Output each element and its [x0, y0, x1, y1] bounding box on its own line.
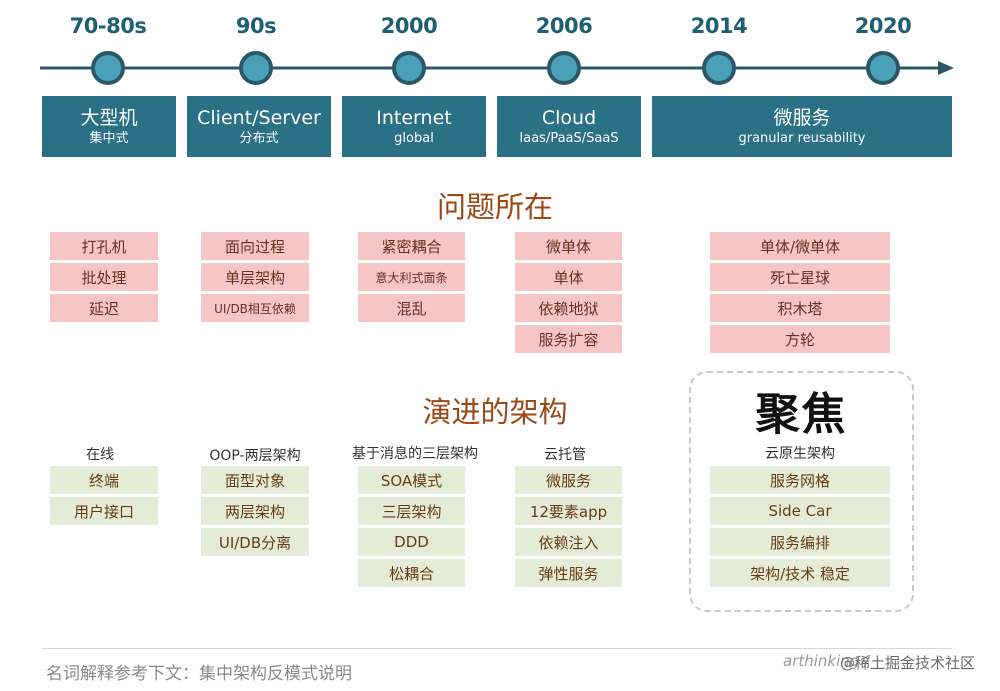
evolution-item: 三层架构 [358, 497, 465, 525]
focus-item: 服务编排 [710, 528, 890, 556]
year-label: 2000 [380, 14, 438, 38]
timeline-arrowhead [938, 61, 954, 75]
evolution-column-label: 云托管 [544, 447, 586, 463]
footer-note: 名词解释参考下文：集中架构反模式说明 [46, 664, 352, 684]
era-title: 微服务 [773, 106, 831, 129]
evolution-column-label: 基于消息的三层架构 [352, 446, 478, 462]
problem-item: 面向过程 [201, 232, 309, 260]
timeline-node [392, 51, 426, 85]
footer-divider [42, 648, 952, 649]
year-label: 2014 [690, 14, 748, 38]
watermark: @稀土掘金技术社区 [840, 654, 976, 672]
timeline-node [547, 51, 581, 85]
timeline-axis [40, 51, 954, 85]
problem-item: 死亡星球 [710, 263, 890, 291]
evolution-item: 依赖注入 [515, 528, 622, 556]
problem-item: 混乱 [358, 294, 465, 322]
problem-item: 延迟 [50, 294, 158, 322]
year-label: 2006 [535, 14, 593, 38]
focus-title: 聚焦 [755, 389, 848, 440]
problem-item: 批处理 [50, 263, 158, 291]
evolution-item: 松耦合 [358, 559, 465, 587]
era-box-cloud: Cloud Iaas/PaaS/SaaS [497, 96, 641, 157]
timeline-node [239, 51, 273, 85]
evolution-title: 演进的架构 [422, 395, 568, 429]
problem-item: 打孔机 [50, 232, 158, 260]
era-subtitle: Iaas/PaaS/SaaS [519, 130, 619, 146]
problem-item: 依赖地狱 [515, 294, 622, 322]
problem-item: 单层架构 [201, 263, 309, 291]
evolution-item: SOA模式 [358, 466, 465, 494]
era-title: Client/Server [197, 106, 321, 129]
era-title: Cloud [541, 106, 597, 129]
era-title: Internet [376, 106, 452, 129]
era-subtitle: 集中式 [89, 130, 129, 146]
focus-item: 架构/技术 稳定 [710, 559, 890, 587]
problem-item: 方轮 [710, 325, 890, 353]
era-subtitle: global [394, 130, 434, 146]
evolution-item: 微服务 [515, 466, 622, 494]
year-label: 2020 [854, 14, 912, 38]
problems-title: 问题所在 [436, 190, 553, 224]
era-subtitle: granular reusability [738, 130, 866, 146]
era-title: 大型机 [80, 106, 138, 129]
era-box-microservices: 微服务 granular reusability [652, 96, 952, 157]
problem-item: 单体/微单体 [710, 232, 890, 260]
problem-item: 紧密耦合 [358, 232, 465, 260]
era-subtitle: 分布式 [239, 130, 279, 146]
era-box-client-server: Client/Server 分布式 [187, 96, 331, 157]
focus-item: 服务网格 [710, 466, 890, 494]
problem-item: 微单体 [515, 232, 622, 260]
evolution-item: 面型对象 [201, 466, 309, 494]
timeline-node [702, 51, 736, 85]
problem-item: 意大利式面条 [358, 263, 465, 291]
problem-item: UI/DB相互依赖 [201, 294, 309, 322]
problem-item: 积木塔 [710, 294, 890, 322]
evolution-item: 两层架构 [201, 497, 309, 525]
problem-item: 单体 [515, 263, 622, 291]
timeline-node [91, 51, 125, 85]
watermark-script: arthinking / [783, 652, 870, 670]
year-label: 90s [235, 14, 277, 38]
evolution-item: UI/DB分离 [201, 528, 309, 556]
focus-item: Side Car [710, 497, 890, 525]
evolution-item: DDD [358, 528, 465, 556]
era-box-mainframe: 大型机 集中式 [42, 96, 176, 157]
evolution-item: 弹性服务 [515, 559, 622, 587]
evolution-item: 终端 [50, 466, 158, 494]
evolution-column-label: OOP-两层架构 [209, 448, 301, 464]
year-label: 70-80s [69, 14, 147, 38]
timeline-node [866, 51, 900, 85]
evolution-item: 用户接口 [50, 497, 158, 525]
focus-dashed-box [689, 371, 914, 612]
evolution-item: 12要素app [515, 497, 622, 525]
era-box-internet: Internet global [342, 96, 486, 157]
focus-label: 云原生架构 [765, 446, 835, 462]
evolution-column-label: 在线 [86, 447, 114, 463]
problem-item: 服务扩容 [515, 325, 622, 353]
